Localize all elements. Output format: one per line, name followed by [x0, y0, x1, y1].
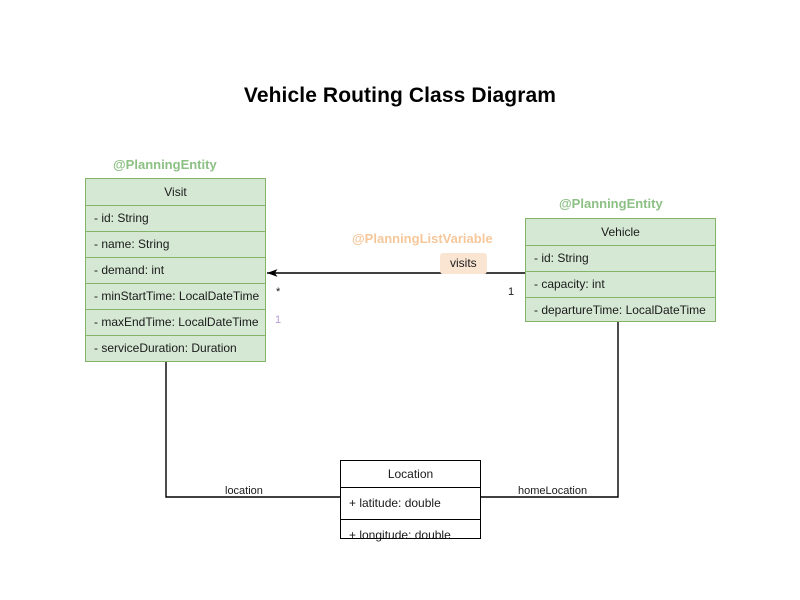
multiplicity-visit-many: * [276, 286, 281, 298]
class-attribute: - capacity: int [526, 272, 715, 298]
stereotype-visit: @PlanningEntity [113, 157, 217, 172]
class-name-vehicle: Vehicle [526, 219, 715, 246]
class-attribute: - id: String [526, 246, 715, 272]
class-attribute: - serviceDuration: Duration [94, 341, 237, 355]
class-box-visit[interactable]: Visit - id: String - name: String - dema… [85, 178, 266, 362]
class-box-vehicle[interactable]: Vehicle - id: String - capacity: int - d… [525, 218, 716, 322]
class-attribute: - name: String [86, 232, 265, 258]
class-box-location[interactable]: Location + latitude: double + longitude:… [340, 460, 481, 542]
multiplicity-visit-one: 1 [275, 314, 282, 326]
stereotype-planning-list-variable: @PlanningListVariable [352, 231, 493, 246]
class-attribute: + longitude: double [349, 528, 451, 542]
class-attribute: + latitude: double [341, 488, 480, 520]
multiplicity-vehicle-one: 1 [508, 286, 515, 298]
class-attribute: - maxEndTime: LocalDateTime [86, 310, 265, 336]
class-name-visit: Visit [86, 179, 265, 206]
class-name-location: Location [341, 461, 480, 488]
edge-label-homelocation: homeLocation [518, 485, 588, 497]
stereotype-vehicle: @PlanningEntity [559, 196, 663, 211]
class-attribute: - demand: int [86, 258, 265, 284]
class-attribute: - id: String [86, 206, 265, 232]
class-attribute: - departureTime: LocalDateTime [534, 303, 706, 317]
edge-label-location: location [225, 485, 263, 497]
class-attribute: - minStartTime: LocalDateTime [86, 284, 265, 310]
page-title: Vehicle Routing Class Diagram [243, 84, 557, 107]
edge-label-visits: visits [440, 253, 487, 274]
